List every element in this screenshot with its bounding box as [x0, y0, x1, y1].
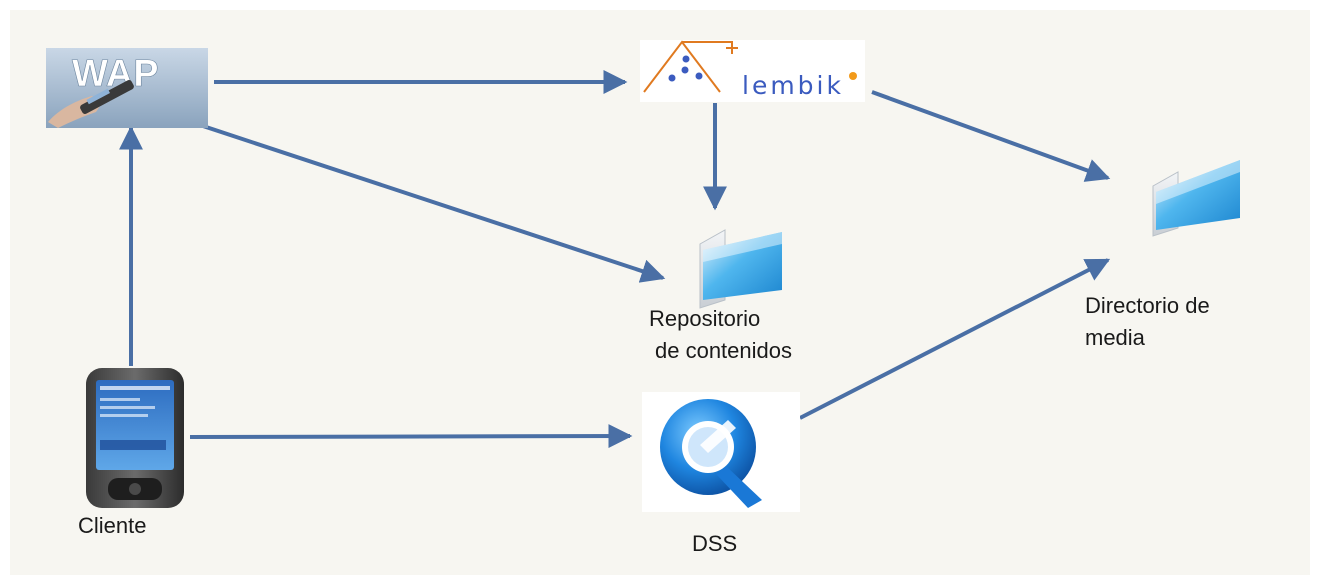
cliente-label: Cliente	[78, 513, 147, 538]
edge-wap-repositorio	[199, 123, 666, 283]
directorio-label-line1: Directorio de	[1085, 293, 1210, 318]
edge-cliente-dss	[189, 424, 633, 449]
alembik-logo-background	[640, 40, 865, 102]
alembik-node: lembik	[640, 40, 865, 102]
smartphone-icon	[86, 368, 184, 508]
quicktime-icon	[642, 392, 800, 512]
directorio-folder-icon	[1152, 160, 1240, 237]
directorio-label-line2: media	[1085, 325, 1145, 350]
edges	[119, 70, 1111, 449]
edge-alembik-directorio	[871, 90, 1111, 182]
repositorio-label-line2: de contenidos	[655, 338, 792, 363]
alembik-flask-icon	[643, 40, 738, 93]
repositorio-label-line1: Repositorio	[649, 306, 761, 331]
alembik-logo-text: lembik	[742, 71, 844, 100]
dss-label: DSS	[692, 531, 738, 556]
wap-node: WAP	[46, 48, 208, 128]
edge-dss-directorio	[799, 258, 1111, 420]
hand-holding-phone-icon	[48, 80, 134, 128]
repositorio-folder-icon	[699, 229, 782, 309]
